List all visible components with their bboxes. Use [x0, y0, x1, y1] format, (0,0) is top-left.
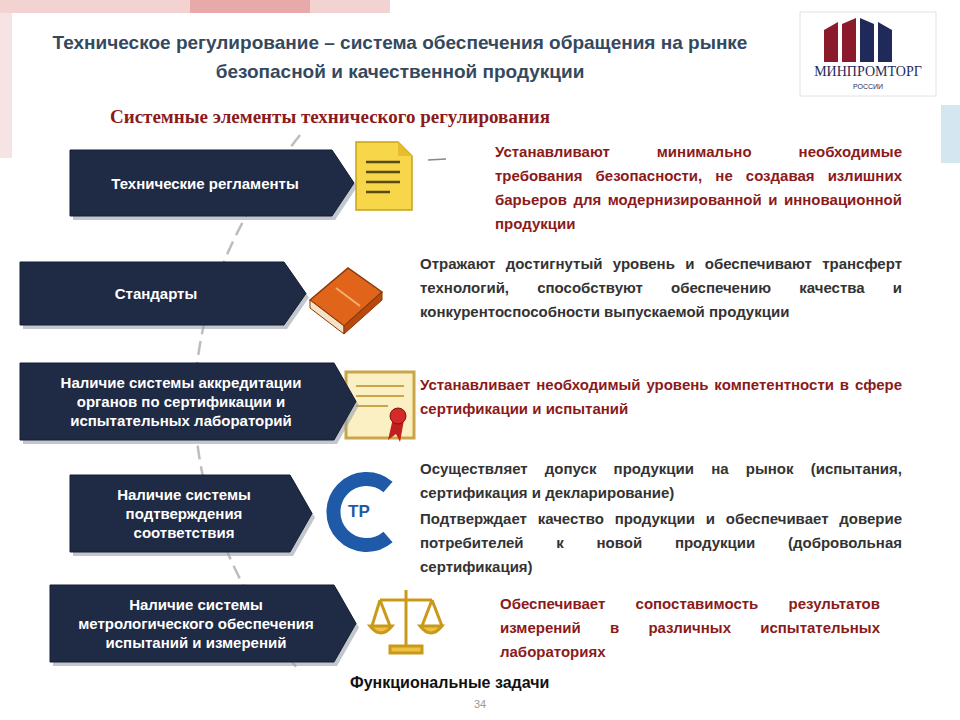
book-pages: [310, 300, 344, 334]
text-holder: Стандарты: [20, 278, 306, 309]
document-icon: [356, 142, 412, 210]
logo-pillar: [842, 18, 856, 62]
task-text: Устанавливает необходимый уровень компет…: [420, 373, 902, 421]
logo-frame: [800, 12, 936, 96]
seal: [390, 408, 406, 424]
document-fold: [398, 142, 412, 156]
mark-letters: ТР: [348, 502, 370, 522]
logo-pillar: [824, 22, 838, 62]
caption: Функциональные задачи: [350, 674, 549, 692]
element-arrow-box: Наличие системы аккредитации органов по …: [20, 363, 356, 440]
scales-icon: [370, 590, 442, 653]
book-mark: [336, 288, 360, 306]
box-body: [50, 585, 356, 662]
page-number: 34: [474, 698, 486, 710]
top-band: [190, 0, 310, 13]
task-text: Подтверждает качество продукции и обеспе…: [420, 507, 902, 579]
top-band: [0, 0, 390, 13]
element-name: Наличие системы метрологического обеспеч…: [62, 595, 330, 652]
task-text: Отражают достигнутый уровень и обеспечив…: [420, 252, 902, 324]
logo-pillar: [860, 18, 874, 62]
section-heading: Системные элементы технического регулиро…: [110, 106, 550, 128]
logo-pillar: [878, 22, 892, 62]
document-lines: [366, 162, 400, 192]
conformity-mark: [333, 479, 388, 545]
element-name: Наличие системы аккредитации органов по …: [32, 373, 330, 430]
certificate-lines: [356, 386, 404, 406]
element-arrow-box: Стандарты: [20, 262, 306, 325]
box-body: [70, 475, 312, 552]
document-sheet: [356, 142, 412, 210]
book-icon: [310, 268, 382, 334]
logo-name: МИНПРОМТОРГ: [803, 64, 933, 80]
leader-line: [428, 159, 446, 160]
element-name: Наличие системы подтверждения соответств…: [82, 485, 286, 542]
text-holder: Наличие системы метрологического обеспеч…: [50, 589, 356, 658]
element-name: Технические регламенты: [82, 174, 328, 193]
element-name: Стандарты: [32, 284, 280, 303]
logo-pillars: [824, 18, 892, 62]
text-holder: Наличие системы подтверждения соответств…: [70, 479, 312, 548]
book-cover: [310, 268, 382, 326]
task-text: Устанавливают минимально необходимые тре…: [495, 140, 902, 236]
side-band: [0, 13, 12, 158]
text-holder: Наличие системы аккредитации органов по …: [20, 367, 356, 436]
box-body: [70, 150, 354, 216]
slide-title: Техническое регулирование – система обес…: [10, 28, 790, 86]
element-arrow-box: Наличие системы метрологического обеспеч…: [50, 585, 356, 662]
logo-subname: РОССИИ: [803, 83, 933, 90]
box-body: [20, 262, 306, 325]
task-text: Обеспечивает сопоставимость результатов …: [500, 592, 880, 664]
element-arrow-box: Наличие системы подтверждения соответств…: [70, 475, 312, 552]
element-arrow-box: Технические регламенты: [70, 150, 354, 216]
task-text: Осуществляет допуск продукции на рынок (…: [420, 457, 902, 505]
box-body: [20, 363, 356, 440]
side-band: [941, 105, 960, 163]
text-holder: Технические регламенты: [70, 168, 354, 199]
